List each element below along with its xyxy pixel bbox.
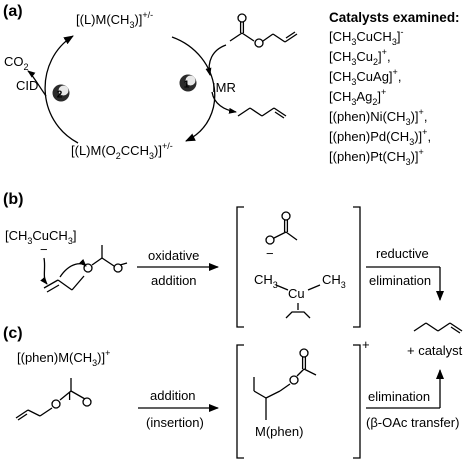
cuprate-charge: − [40,242,48,257]
step-2-number: 2 [57,90,63,101]
top-complex-label: [(L)M(CH3)]+/- [76,10,153,30]
reductive-label: reductive [376,246,429,261]
acetate-charge: − [266,246,274,261]
imr-label: IMR [212,80,236,95]
mphen-label: M(phen) [255,424,303,439]
catalyst-item: [(phen)Pt(CH3)]+ [329,147,424,167]
curved-arrow-attack [40,257,48,285]
catalysts-heading: Catalysts examined: [329,10,460,25]
plus-catalyst-label: + catalyst [407,343,463,358]
butene-out-arrow [211,91,237,114]
bracket-right-c [353,344,361,459]
allyl-ligand [285,311,311,319]
bracket-right-b [353,206,361,328]
insertion-label: (insertion) [146,415,204,430]
intermediate-charge: + [362,337,370,352]
catalyst-item: [CH3CuCH3]- [329,27,403,47]
co2-out-arrow [27,70,47,97]
beta-oac-transfer-label: (β-OAc transfer) [366,415,459,430]
elimination-label-b: elimination [369,273,431,288]
bottom-complex-label: [(L)M(O2CCH3)]+/- [71,141,173,161]
butene-structure-b [413,322,463,334]
phen-reagent-label: [(phen)M(CH3)]+ [17,348,110,368]
panel-a: (a) [(L)M(CH3)]+/- [(L)M(O2CCH3)]+/- CO2… [3,3,460,167]
allyl-acetate-structure-b [43,245,128,293]
cu-ch3-right: CH3 [322,272,346,290]
panel-c-label: (c) [3,325,23,342]
butene-structure-a [237,107,287,119]
addition-label-b: addition [151,273,197,288]
allyl-acetate-in-arrow [205,44,227,76]
cu-bond-left [275,284,289,291]
cycle-arc-right [171,36,216,142]
oxidative-label: oxidative [148,248,199,263]
cid-label: CID [16,78,38,93]
step-2-badge: 2 [52,84,70,102]
catalyst-item: [CH3Ag2]+ [329,87,386,107]
addition-label-c: addition [150,388,196,403]
panel-b-label: (b) [3,191,23,208]
bracket-left-b [236,206,244,328]
catalyst-item: [(phen)Ni(CH3)]+, [329,107,427,127]
allyl-acetate-structure-c [15,378,92,421]
cu-bond-right [307,284,321,291]
panel-b: (b) [CH3CuCH3] − oxidative addition [3,191,463,358]
insertion-intermediate-structure [253,348,317,420]
curved-arrow-leave [59,258,87,278]
bracket-left-c [236,344,244,459]
co2-label: CO2 [4,54,29,72]
catalyst-item: [CH3CuAg]+, [329,67,401,87]
step-1-number: 1 [184,80,190,91]
catalyst-item: [(phen)Pd(CH3)]+, [329,127,431,147]
allyl-acetate-structure [229,13,298,48]
catalyst-item: [CH3Cu2]+, [329,47,391,67]
panel-a-label: (a) [3,3,23,20]
panel-c: (c) [(phen)M(CH3)]+ addition (insertion)… [3,325,459,459]
cu-atom-label: Cu [288,286,305,301]
step-1-badge: 1 [179,74,197,92]
cycle-arc-left [44,35,79,144]
acetate-anion-structure [265,211,298,245]
cu-ch3-left: CH3 [254,272,278,290]
cuprate-reagent-label: [CH3CuCH3] [5,228,76,246]
elimination-label-c: elimination [368,389,430,404]
catalysts-list: [CH3CuCH3]-[CH3Cu2]+,[CH3CuAg]+,[CH3Ag2]… [329,27,431,167]
